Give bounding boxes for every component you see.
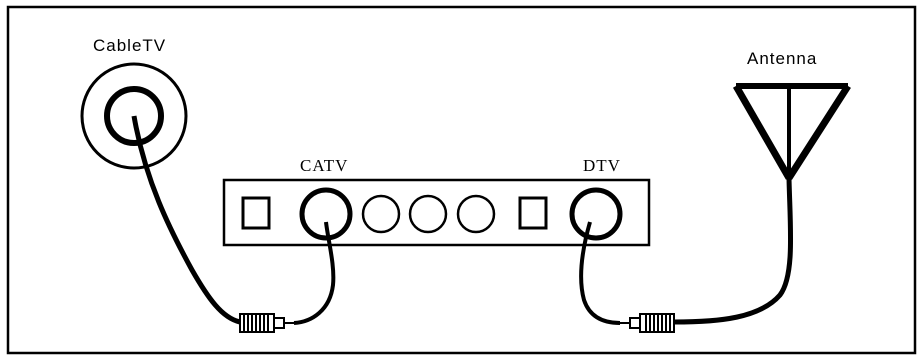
receiver-outline [222, 178, 651, 247]
dtv-label: DTV [583, 156, 621, 175]
dtv-port [569, 187, 623, 241]
port-square-right [518, 196, 548, 230]
right-f-connector [620, 313, 675, 333]
port-round-1 [361, 194, 401, 234]
cabletv-cable [131, 115, 241, 325]
port-square-left [241, 196, 271, 230]
left-f-connector [239, 313, 294, 333]
port-round-3 [456, 194, 496, 234]
cabletv-outlet [80, 62, 188, 170]
antenna-icon [732, 83, 851, 180]
catv-cable [293, 221, 336, 325]
antenna-cable [673, 177, 794, 325]
cabletv-outlet-outer-ring [80, 62, 188, 170]
port-round-2 [408, 194, 448, 234]
dtv-cable [579, 221, 621, 325]
receiver-panel [222, 178, 651, 247]
cabletv-outlet-inner-ring [104, 86, 164, 146]
cabletv-label: CableTV [93, 36, 166, 55]
catv-label: CATV [300, 156, 348, 175]
antenna-label: Antenna [747, 49, 817, 68]
diagram-frame [6, 5, 917, 355]
catv-port [299, 187, 353, 241]
